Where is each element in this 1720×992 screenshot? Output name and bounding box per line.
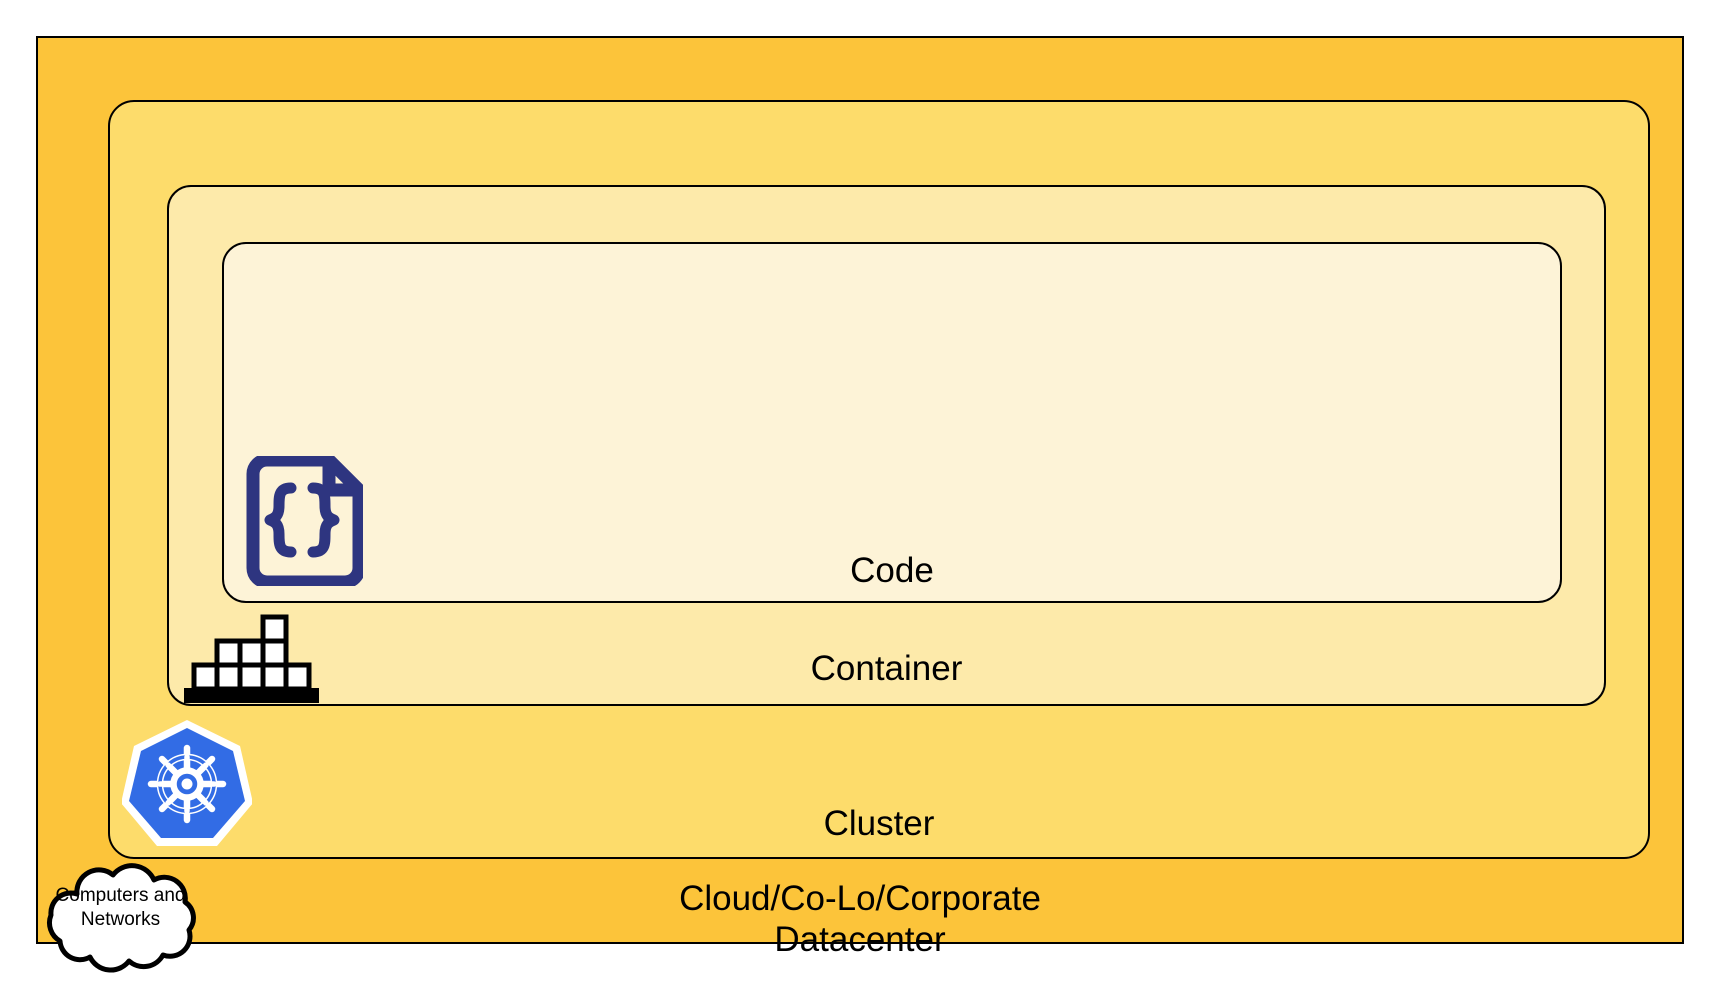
layer-code — [222, 242, 1562, 603]
layer-label-code: Code — [850, 551, 934, 590]
layer-label-datacenter: Cloud/Co-Lo/Corporate Datacenter — [679, 879, 1041, 960]
code-document-icon — [243, 453, 366, 589]
kubernetes-icon — [121, 718, 253, 848]
layer-label-cluster: Cluster — [823, 804, 935, 843]
cloud-icon — [33, 858, 208, 973]
container-bricks-icon — [184, 610, 319, 705]
layer-label-container: Container — [810, 649, 963, 688]
